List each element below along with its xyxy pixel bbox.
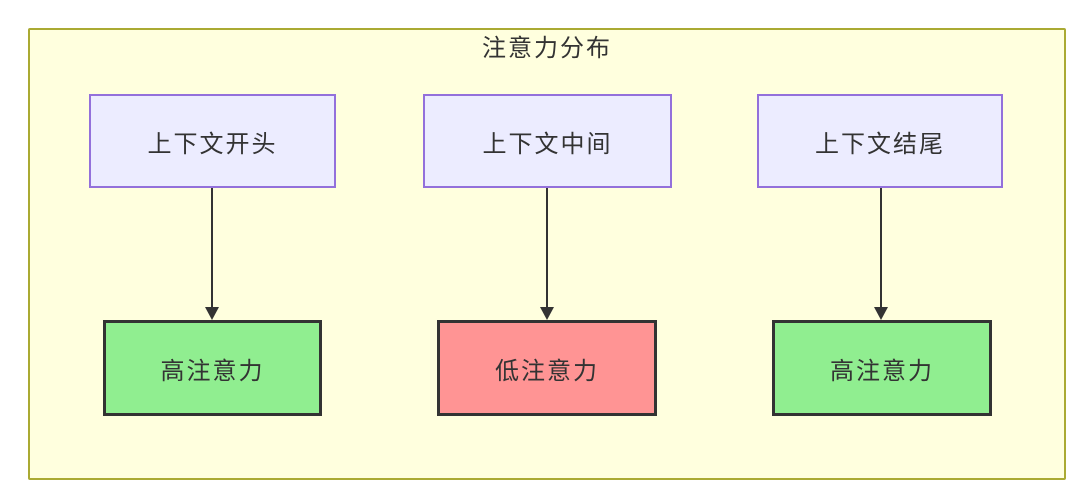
arrow-line (211, 188, 213, 309)
arrow-head-icon (205, 307, 219, 320)
node-context-end: 上下文结尾 (757, 94, 1003, 188)
node-context-middle: 上下文中间 (423, 94, 672, 188)
node-low-attention: 低注意力 (437, 320, 657, 416)
arrow-down-icon (873, 188, 889, 320)
arrow-head-icon (874, 307, 888, 320)
arrow-line (880, 188, 882, 309)
arrow-line (546, 188, 548, 309)
arrow-head-icon (540, 307, 554, 320)
node-context-start: 上下文开头 (89, 94, 336, 188)
arrow-down-icon (204, 188, 220, 320)
arrow-down-icon (539, 188, 555, 320)
node-high-attention-right: 高注意力 (772, 320, 992, 416)
node-high-attention-left: 高注意力 (103, 320, 322, 416)
diagram-title: 注意力分布 (482, 34, 612, 62)
